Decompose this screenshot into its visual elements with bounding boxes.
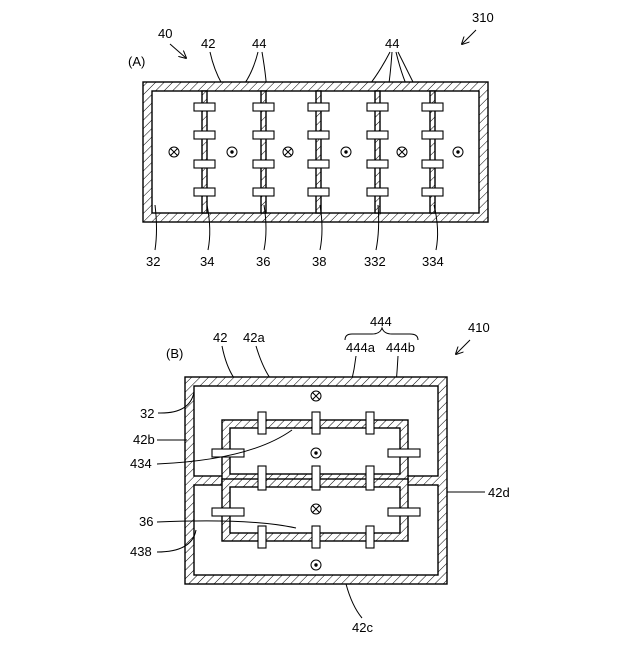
figure-a-label-32: 32 — [146, 254, 160, 269]
figure-b-ref-444-bracket — [345, 328, 418, 340]
figure-a-ref-44-left: 44 — [252, 36, 266, 51]
figure-b-ref-42c: 42c — [352, 620, 373, 635]
figure-b-ref-42a-leader — [256, 346, 270, 378]
figure-b-ref-434: 434 — [130, 456, 152, 471]
figure-b-ref-42a: 42a — [243, 330, 265, 345]
figure-a-ref-310-arrow — [462, 30, 476, 44]
figure-a-ref-40-arrow — [170, 44, 186, 58]
figure-b-ref-438: 438 — [130, 544, 152, 559]
figure-a: (A) 310 40 42 44 44 — [128, 10, 494, 269]
figure-b-ref-42c-leader — [346, 584, 362, 618]
figure-a-label-334: 334 — [422, 254, 444, 269]
figure-b-ref-444b: 444b — [386, 340, 415, 355]
figure-a-ref-310: 310 — [472, 10, 494, 25]
figure-b-panel-label: (B) — [166, 346, 183, 361]
figure-b-ref-444a: 444a — [346, 340, 376, 355]
figure-b: (B) 410 42 42a 444 444a 444b — [130, 314, 510, 635]
figure-b-ref-42-leader — [222, 346, 234, 378]
figure-a-label-332: 332 — [364, 254, 386, 269]
figure-a-ref-44-right: 44 — [385, 36, 399, 51]
figure-b-ref-36: 36 — [139, 514, 153, 529]
figure-b-ref-410: 410 — [468, 320, 490, 335]
figure-a-label-36: 36 — [256, 254, 270, 269]
figure-b-ref-42b: 42b — [133, 432, 155, 447]
figure-b-ref-42: 42 — [213, 330, 227, 345]
figure-a-ref-42: 42 — [201, 36, 215, 51]
figure-a-panel-label: (A) — [128, 54, 145, 69]
figure-b-ref-444: 444 — [370, 314, 392, 329]
figure-a-ref-40: 40 — [158, 26, 172, 41]
figure-a-label-38: 38 — [312, 254, 326, 269]
figure-b-ref-32: 32 — [140, 406, 154, 421]
figure-b-ref-42d: 42d — [488, 485, 510, 500]
figure-a-ref-42-leader — [210, 52, 222, 84]
figure-b-ref-410-arrow — [456, 340, 470, 354]
figure-a-label-34: 34 — [200, 254, 214, 269]
